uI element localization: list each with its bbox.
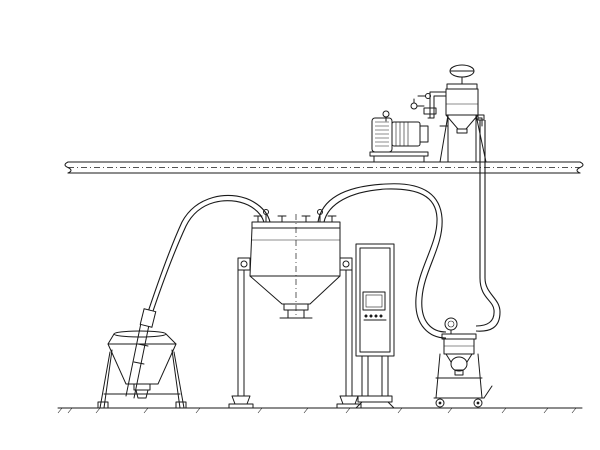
mixer-frame	[228, 269, 362, 409]
vacuum-receiver	[433, 317, 493, 408]
return-pipe	[475, 120, 501, 332]
control-cabinet	[355, 243, 395, 409]
inlet-hopper	[97, 330, 187, 409]
ground-floor	[57, 407, 583, 414]
suction-wand	[125, 308, 157, 399]
hose-wand-to-mixer	[145, 194, 271, 321]
mixer-vessel	[237, 209, 353, 319]
hose-mixer-to-receiver	[317, 183, 447, 339]
dust-filter	[410, 64, 487, 163]
vacuum-pump	[369, 110, 429, 163]
upper-floor-slab	[64, 161, 584, 174]
